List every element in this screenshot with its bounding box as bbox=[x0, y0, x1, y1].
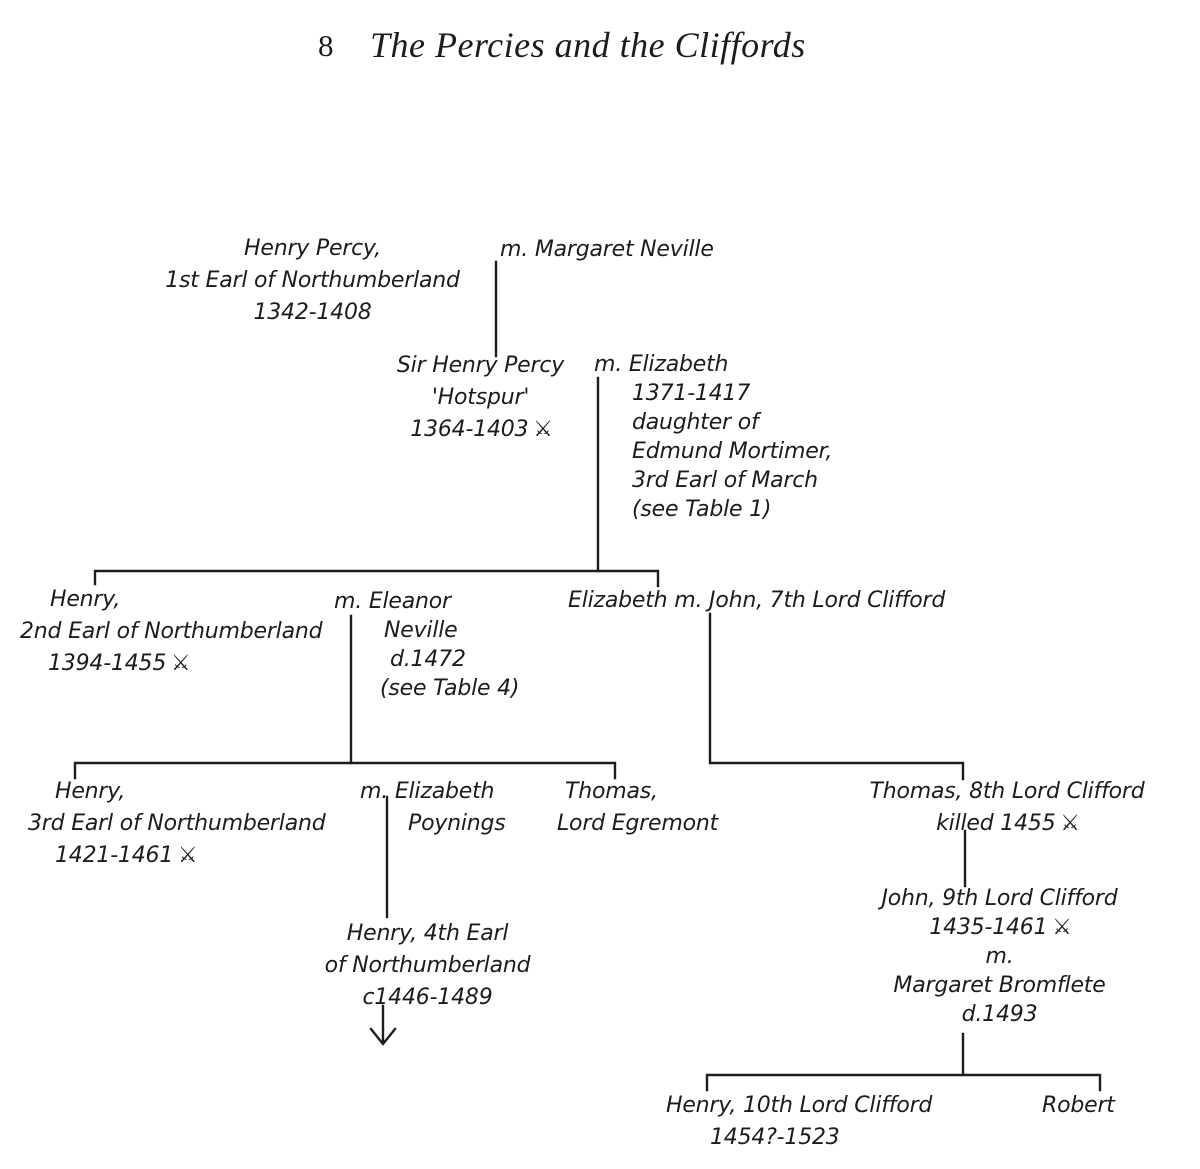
person-dates: 1421-1461 ⚔ bbox=[55, 843, 196, 868]
marriage-label: m. Eleanor bbox=[334, 589, 451, 614]
person-dates: 1364-1403 ⚔ bbox=[410, 417, 551, 442]
spouse-dates: d.1493 bbox=[961, 1002, 1038, 1027]
table-reference: (see Table 4) bbox=[380, 676, 520, 701]
person-dates: 1454?-1523 bbox=[710, 1125, 840, 1150]
person-note: Edmund Mortimer, bbox=[632, 439, 833, 464]
person-dates: killed 1455 ⚔ bbox=[936, 811, 1078, 836]
person-name: Neville bbox=[384, 618, 458, 643]
connector-generation-clifford-bracket bbox=[705, 1073, 1102, 1092]
person-note: 3rd Earl of March bbox=[632, 468, 818, 493]
person-henry-percy-1st-earl: Henry Percy, 1st Earl of Northumberland … bbox=[155, 233, 470, 329]
page-title: The Percies and the Cliffords bbox=[370, 25, 806, 65]
person-title: 1st Earl of Northumberland bbox=[165, 268, 460, 293]
spouse-elizabeth-mortimer: m. Elizabeth 1371-1417 daughter of Edmun… bbox=[594, 350, 832, 524]
person-elizabeth-and-john-clifford: Elizabeth m. John, 7th Lord Clifford bbox=[568, 585, 945, 617]
person-dates: 1342-1408 bbox=[253, 300, 372, 325]
person-note: daughter of bbox=[632, 410, 759, 435]
person-dates: d.1472 bbox=[390, 647, 466, 672]
person-henry-4th-earl: Henry, 4th Earl of Northumberland c1446-… bbox=[300, 918, 555, 1014]
person-title: of Northumberland bbox=[324, 953, 531, 978]
person-robert-clifford: Robert bbox=[1042, 1090, 1115, 1122]
spouse-eleanor-neville: m. Eleanor Neville d.1472 (see Table 4) bbox=[334, 587, 520, 703]
person-dates: 1435-1461 ⚔ bbox=[929, 915, 1070, 940]
descent-arrow-icon bbox=[369, 1004, 397, 1046]
person-name: Robert bbox=[1042, 1093, 1115, 1118]
page-number: 8 bbox=[318, 28, 334, 63]
person-dates: 1371-1417 bbox=[632, 381, 751, 406]
connector-clifford-elbow bbox=[708, 612, 965, 781]
spouse-name: Margaret Bromflete bbox=[893, 973, 1106, 998]
spouse-elizabeth-poynings: m. Elizabeth Poynings bbox=[360, 776, 506, 840]
person-hotspur: Sir Henry Percy 'Hotspur' 1364-1403 ⚔ bbox=[388, 350, 573, 446]
connector-generation4-bracket bbox=[73, 761, 617, 780]
marriage-label: m. Elizabeth bbox=[360, 779, 495, 804]
spouse-margaret-neville: m. Margaret Neville bbox=[500, 234, 714, 266]
person-henry-10th-clifford: Henry, 10th Lord Clifford 1454?-1523 bbox=[666, 1090, 932, 1154]
person-name: Thomas, 8th Lord Clifford bbox=[869, 779, 1145, 804]
person-john-9th-clifford: John, 9th Lord Clifford 1435-1461 ⚔ m. M… bbox=[852, 884, 1147, 1029]
person-name: Poynings bbox=[408, 811, 506, 836]
person-title: 3rd Earl of Northumberland bbox=[28, 811, 326, 836]
person-name: John, 9th Lord Clifford bbox=[881, 886, 1118, 911]
person-name: Henry, 10th Lord Clifford bbox=[666, 1093, 933, 1118]
marriage-label: m. Elizabeth bbox=[594, 352, 729, 377]
person-nickname: 'Hotspur' bbox=[431, 385, 530, 410]
person-henry-2nd-earl: Henry, 2nd Earl of Northumberland 1394-1… bbox=[20, 584, 323, 680]
person-title: Lord Egremont bbox=[557, 811, 719, 836]
marriage-label: Elizabeth m. John, 7th Lord Clifford bbox=[568, 588, 946, 613]
person-name: Sir Henry Percy bbox=[396, 353, 565, 378]
person-dates: 1394-1455 ⚔ bbox=[48, 651, 189, 676]
person-thomas-egremont: Thomas, Lord Egremont bbox=[557, 776, 718, 840]
person-title: 2nd Earl of Northumberland bbox=[20, 619, 323, 644]
connector-generation3-bracket bbox=[93, 569, 660, 588]
marriage-label: m. bbox=[985, 944, 1014, 969]
table-reference: (see Table 1) bbox=[632, 497, 772, 522]
person-thomas-8th-clifford: Thomas, 8th Lord Clifford killed 1455 ⚔ bbox=[848, 776, 1166, 840]
person-dates: c1446-1489 bbox=[362, 985, 493, 1010]
person-name: Thomas, bbox=[565, 779, 658, 804]
person-name: Henry, bbox=[55, 779, 126, 804]
person-name: Henry, bbox=[50, 587, 121, 612]
person-henry-3rd-earl: Henry, 3rd Earl of Northumberland 1421-1… bbox=[28, 776, 326, 872]
person-name: Henry, 4th Earl bbox=[346, 921, 509, 946]
person-name: Henry Percy, bbox=[244, 236, 381, 261]
marriage-label: m. Margaret Neville bbox=[500, 237, 714, 262]
